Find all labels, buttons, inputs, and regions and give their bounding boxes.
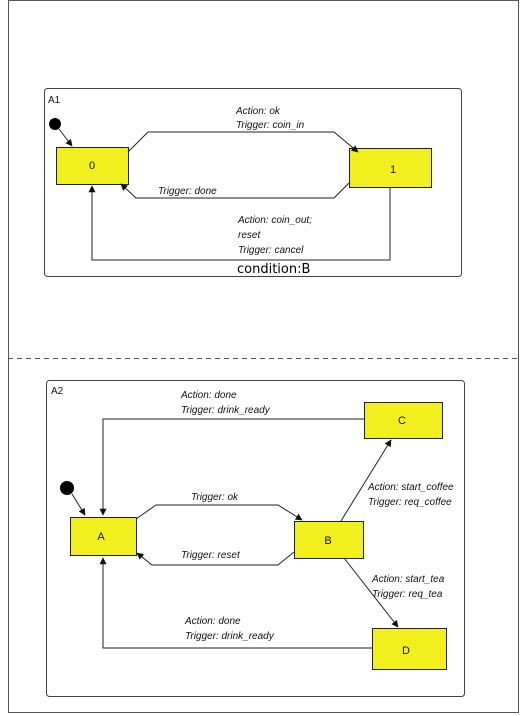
edge-a-to-b [135, 504, 303, 521]
edge-b-to-d-trigger: Trigger: req_tea [372, 589, 443, 600]
a1-condition-label: condition:B [237, 262, 310, 277]
state-1-label: 1 [390, 164, 396, 176]
edge-1-to-0-cancel-action-1: Action: coin_out; [237, 215, 312, 226]
state-0-box [56, 147, 129, 185]
edge-1-to-0-cancel-action-2: reset [238, 230, 261, 241]
a2-initial-arrow [71, 493, 86, 516]
edge-b-to-c-trigger: Trigger: req_coffee [368, 497, 452, 508]
region-a2-label: A2 [51, 386, 64, 397]
edge-0-to-1 [127, 131, 359, 153]
edge-b-to-a [136, 551, 295, 566]
edge-c-to-a-trigger: Trigger: drink_ready [181, 405, 271, 416]
edge-c-to-a [99, 418, 364, 516]
state-0[interactable]: 0 [56, 147, 129, 185]
edge-1-to-0-cancel-trigger: Trigger: cancel [238, 245, 304, 256]
outer-frame [8, 0, 519, 713]
edge-b-to-a-trigger: Trigger: reset [181, 550, 241, 561]
state-a-label: A [97, 531, 105, 543]
edge-b-to-c [340, 439, 392, 522]
edge-1-to-0-cancel [88, 185, 391, 261]
state-b[interactable]: B [294, 521, 364, 559]
edge-a-to-b-trigger: Trigger: ok [191, 492, 239, 503]
region-a2-box [46, 380, 465, 697]
state-a[interactable]: A [70, 517, 137, 556]
a2-initial-node [60, 481, 74, 495]
edge-c-to-a-action: Action: done [180, 390, 237, 401]
state-d-label: D [402, 645, 410, 657]
state-a-box [70, 517, 137, 556]
edge-0-to-1-trigger: Trigger: coin_in [236, 120, 305, 131]
edge-1-to-0-done [120, 182, 350, 199]
edge-d-to-a [99, 557, 372, 649]
edge-b-to-c-action: Action: start_coffee [367, 482, 454, 493]
a1-initial-arrow [58, 128, 73, 147]
state-c[interactable]: C [364, 402, 443, 439]
state-c-label: C [398, 415, 406, 427]
a1-initial-node [49, 118, 61, 130]
edge-1-to-0-done-trigger: Trigger: done [158, 186, 217, 197]
region-a1-box [44, 88, 462, 277]
edge-d-to-a-action: Action: done [184, 616, 241, 627]
edge-b-to-d [343, 557, 399, 628]
state-b-label: B [324, 535, 331, 547]
state-c-box [364, 402, 443, 439]
state-b-box [294, 521, 364, 559]
state-d[interactable]: D [372, 628, 447, 670]
state-d-box [372, 628, 447, 670]
region-a1-label: A1 [48, 95, 61, 106]
edge-b-to-d-action: Action: start_tea [371, 574, 445, 585]
state-0-label: 0 [89, 160, 95, 172]
state-1-box [349, 148, 432, 188]
edge-0-to-1-action: Action: ok [235, 106, 281, 117]
edge-d-to-a-trigger: Trigger: drink_ready [185, 631, 275, 642]
state-1[interactable]: 1 [349, 148, 432, 188]
